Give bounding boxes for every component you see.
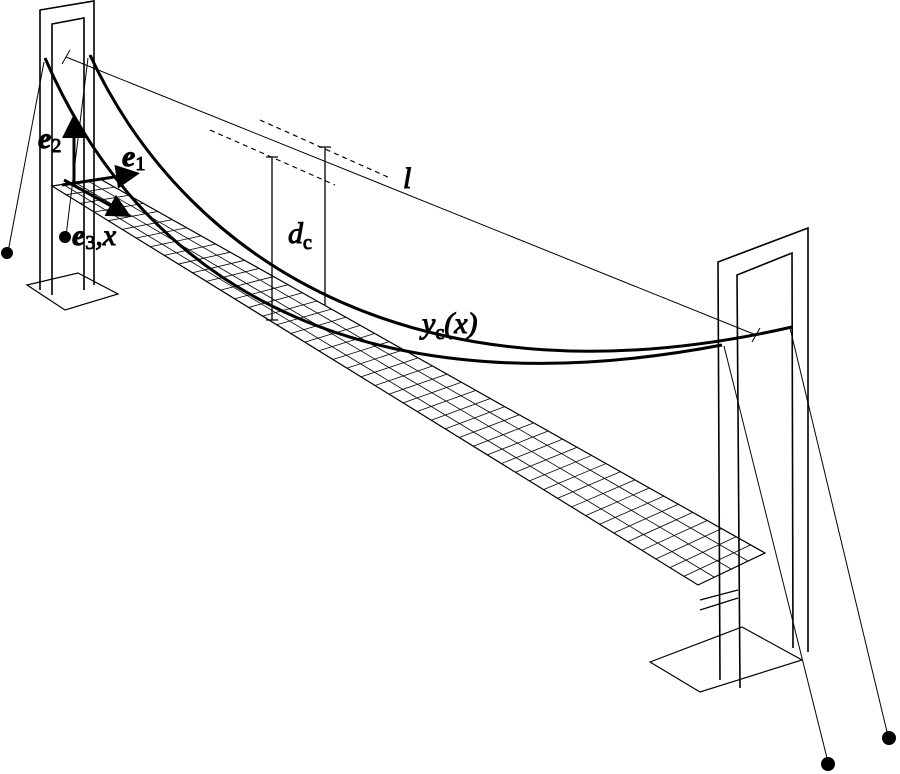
e2-label: e2 — [38, 122, 61, 157]
sag-label: dc — [288, 217, 312, 254]
deck-cross-member — [234, 284, 289, 300]
deck-cross-member — [304, 324, 361, 343]
deck-cross-member — [178, 251, 231, 265]
deck-cross-member — [613, 503, 679, 534]
deck-cross-member — [108, 211, 158, 222]
deck-cross-member — [487, 430, 549, 456]
anchor-points — [1, 231, 896, 771]
anchor-dot — [1, 247, 13, 259]
dashed-line-lower — [209, 129, 336, 186]
sag-dimension — [266, 146, 331, 321]
e1-arrow — [61, 164, 140, 189]
deck-cross-member — [529, 455, 592, 482]
deck-cross-member — [360, 357, 419, 378]
deck-cross-member — [220, 276, 274, 291]
deck-cross-member — [459, 414, 520, 438]
deck-cross-member — [515, 446, 578, 473]
deck-cross-member — [402, 381, 462, 404]
front-main-cable — [43, 57, 723, 365]
deck-cross-member — [683, 544, 751, 577]
deck-cross-member — [192, 259, 245, 274]
deck-cross-member — [473, 422, 534, 447]
deck-cross-member — [445, 406, 505, 430]
deck-cross-member — [599, 495, 664, 525]
deck-cross-member — [655, 528, 722, 560]
deck-cross-member — [276, 308, 332, 326]
deck-cross-member — [206, 268, 260, 282]
deck-cross-member — [585, 487, 650, 516]
e1-label: e1 — [122, 140, 145, 175]
anchor-dot — [59, 231, 71, 243]
deck-cross-member — [374, 365, 433, 386]
deck-cross-member — [431, 398, 491, 421]
deck-cross-member — [669, 536, 737, 569]
cable-shape-label: yc(x) — [419, 307, 478, 344]
back-main-cable — [88, 54, 793, 353]
dashed-line-upper — [259, 119, 391, 179]
span-label: l — [403, 162, 411, 195]
deck-cross-member — [543, 463, 607, 490]
deck-cross-member — [164, 243, 216, 256]
deck-cross-member — [388, 373, 448, 395]
deck-cross-member — [416, 390, 477, 412]
anchor-dot — [882, 731, 896, 745]
e3-arrow — [63, 178, 132, 217]
backstays — [7, 57, 889, 763]
deck-cross-member — [248, 292, 303, 308]
deck-cross-member — [65, 186, 115, 196]
span-tick-left — [61, 49, 71, 65]
anchor-dot — [821, 757, 835, 771]
deck-cross-member — [627, 511, 693, 542]
right-tower — [648, 226, 809, 693]
span-line — [65, 56, 757, 336]
deck-cross-member — [136, 227, 187, 239]
bridge-deck — [50, 178, 767, 586]
deck-cross-member — [501, 438, 563, 464]
deck-cross-member — [122, 219, 173, 230]
deck-cross-member — [318, 333, 375, 352]
deck-cross-member — [346, 349, 404, 369]
deck-cross-member — [641, 520, 708, 551]
left-tower — [25, 0, 120, 311]
deck-cross-member — [557, 471, 621, 499]
e3-x-label: e3,x — [72, 219, 117, 254]
deck-cross-member — [571, 479, 636, 508]
